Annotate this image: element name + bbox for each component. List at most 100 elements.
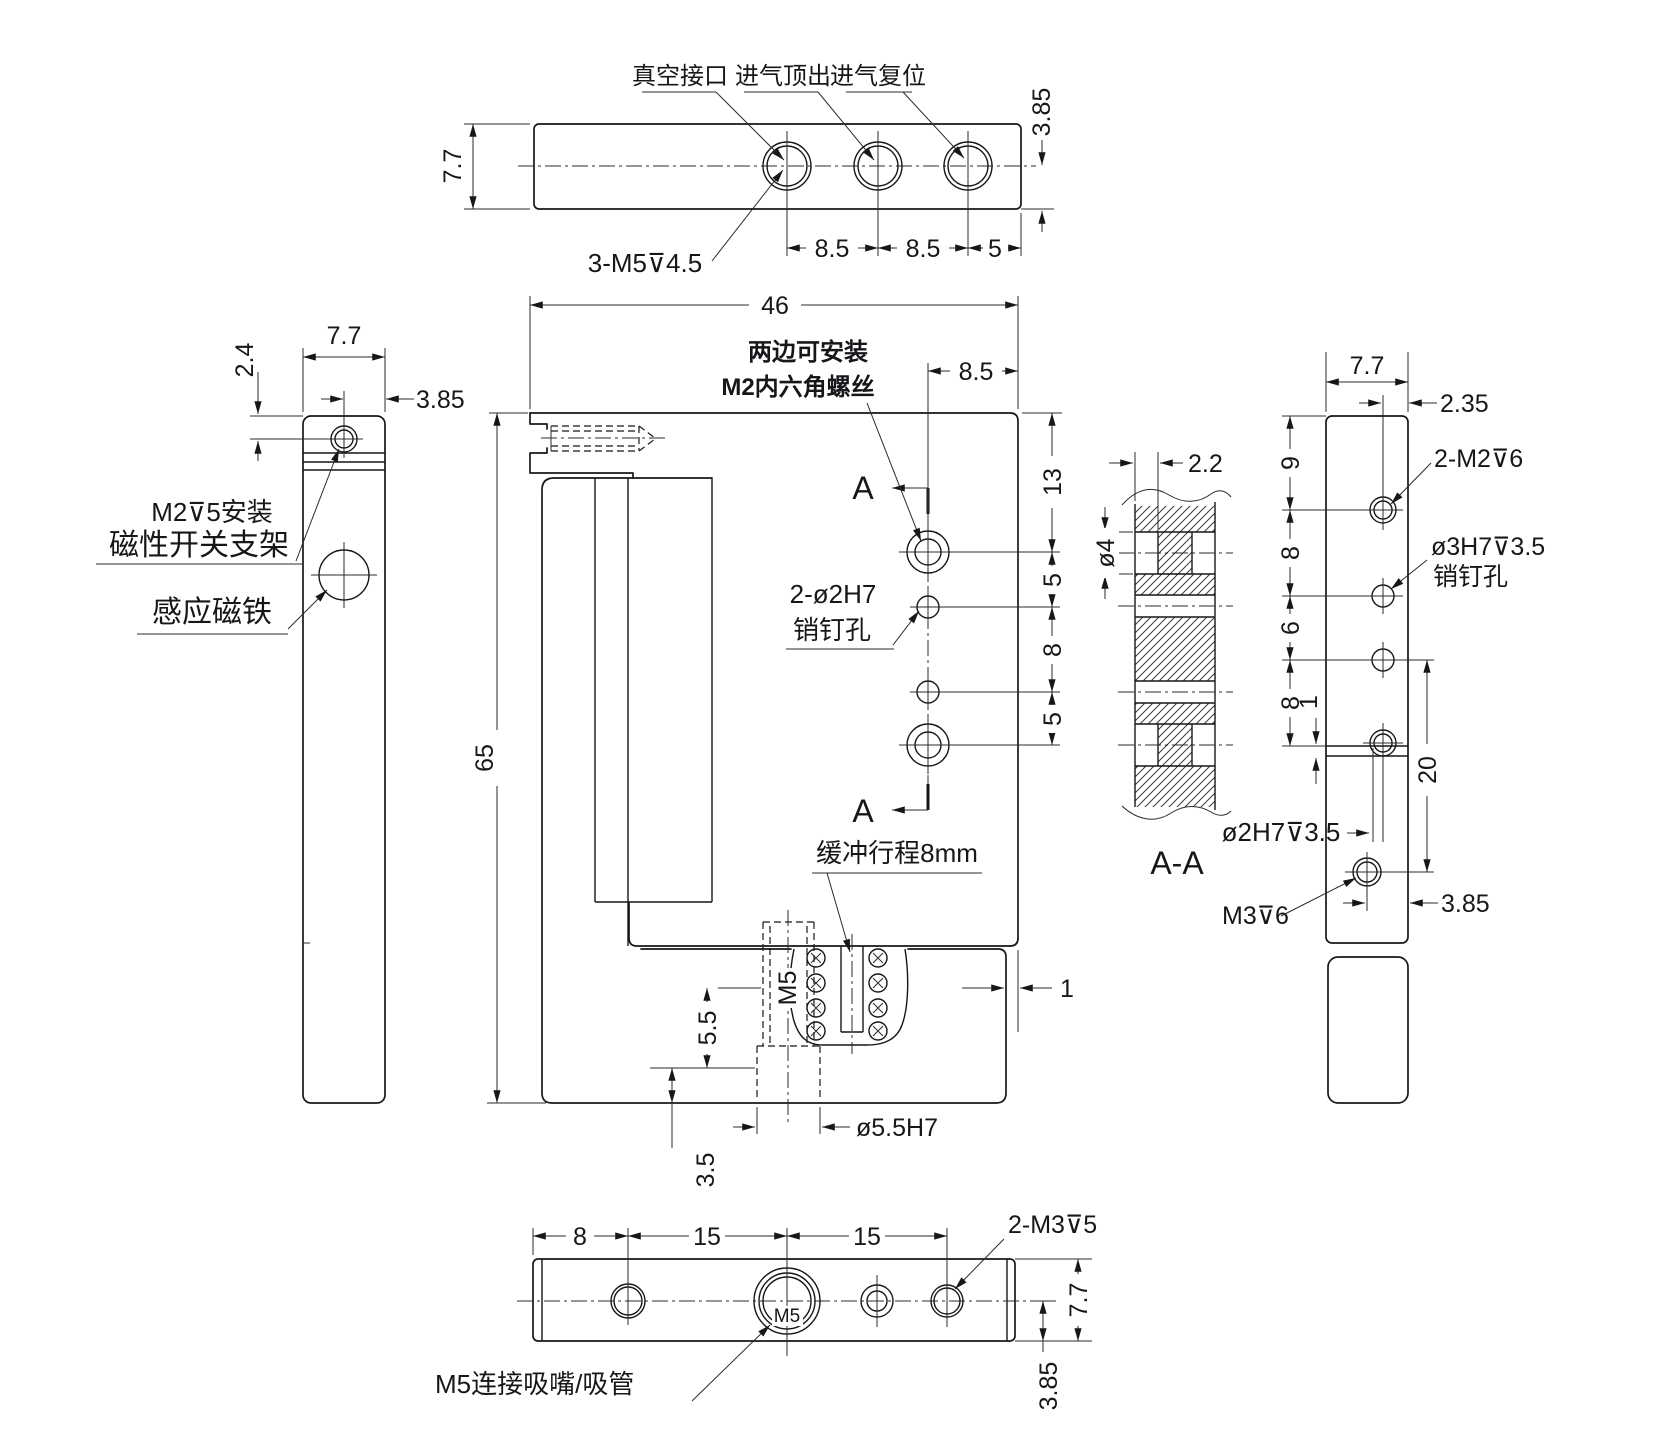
m2-switch-hole <box>250 420 363 458</box>
dim-b77: 7.7 <box>1065 1283 1093 1318</box>
label-air-reset: 进气复位 <box>830 63 926 90</box>
dim-235: 2.35 <box>1440 390 1489 418</box>
right-hole-mid <box>1282 642 1434 678</box>
section-letter-bottom: A <box>852 793 874 829</box>
sensor-magnet-hole <box>311 542 377 608</box>
front-hole-m2-bottom <box>899 716 1060 774</box>
dim-9: 9 <box>1277 456 1305 470</box>
dim-20: 20 <box>1414 756 1442 784</box>
right-view-slider-end <box>1327 956 1409 1104</box>
left-view-labels: M2⊽5安装 磁性开关支架 感应磁铁 <box>96 448 340 635</box>
label-m5-hole: M5 <box>774 1306 800 1327</box>
dim-left-77: 7.7 <box>327 322 362 350</box>
dim-8b: 8 <box>1277 696 1305 710</box>
left-view-body <box>302 415 386 1104</box>
label-m5-stem: M5 <box>774 971 802 1006</box>
label-both-sides-1: 两边可安装 <box>748 338 868 366</box>
label-sensor-magnet: 感应磁铁 <box>152 596 272 629</box>
front-view-labels: 两边可安装 M2内六角螺丝 2-ø2H7 销钉孔 缓冲行程8mm <box>721 338 982 953</box>
dim-offset: 3.85 <box>1028 88 1056 137</box>
bottom-view: M5 8 15 15 7.7 3.85 2-M3⊽5 M5连接吸嘴/吸管 <box>435 1211 1097 1410</box>
dim-height-65: 65 <box>471 744 499 772</box>
dim-right-385: 3.85 <box>1441 890 1490 918</box>
vacuum-port-hole <box>762 131 812 256</box>
label-2m3: 2-M3⊽5 <box>1008 1211 1097 1239</box>
dim-22: 2.2 <box>1188 450 1223 478</box>
right-hole-pin3h7 <box>1282 578 1403 614</box>
dim-b385: 3.85 <box>1035 1362 1063 1411</box>
label-thread-callout: 3-M5⊽4.5 <box>588 248 702 278</box>
front-left-notch <box>529 412 634 479</box>
section-view: 2.2 ø4 A-A ø2H7⊽3.5 <box>1091 450 1369 881</box>
bottom-view-dimensions: 8 15 15 7.7 3.85 <box>532 1222 1093 1411</box>
dim-b15a: 15 <box>693 1223 721 1251</box>
label-pin3h7-1: ø3H7⊽3.5 <box>1431 533 1545 561</box>
dim-pitch1: 8.5 <box>815 235 850 263</box>
dim-right-77: 7.7 <box>1350 352 1385 380</box>
dim-left-385: 3.85 <box>416 386 465 414</box>
label-m5-nozzle: M5连接吸嘴/吸管 <box>435 1369 634 1399</box>
dim-b15b: 15 <box>853 1223 881 1251</box>
label-2m2: 2-M2⊽6 <box>1434 445 1523 473</box>
break-line-top <box>1121 488 1232 506</box>
label-buffer-stroke: 缓冲行程8mm <box>816 838 978 868</box>
right-view: 9 8 6 8 1 7.7 2.35 20 3.85 2-M2⊽6 ø3H7⊽3… <box>1222 352 1545 1104</box>
label-vacuum-port: 真空接口 <box>632 63 728 90</box>
top-view: 8.5 8.5 5 7.7 3.85 真空接口 进气顶出 进气复位 3-M5⊽4… <box>439 63 1056 278</box>
dim-55: 5.5 <box>694 1011 722 1046</box>
dim-gap-1: 1 <box>1060 975 1074 1003</box>
front-pin-hole-2 <box>910 674 1060 710</box>
label-pin-depth: ø2H7⊽3.5 <box>1222 817 1341 847</box>
label-pin-callout-1: 2-ø2H7 <box>790 579 877 609</box>
dim-width-46: 46 <box>761 292 789 320</box>
m5-stem-hidden: M5 <box>756 910 821 1124</box>
bottom-view-labels: 2-M3⊽5 M5连接吸嘴/吸管 <box>435 1211 1097 1402</box>
break-line-bottom <box>1121 805 1232 820</box>
dim-8a: 8 <box>1277 546 1305 560</box>
bottom-hole-1 <box>610 1228 646 1325</box>
section-hatching <box>1135 506 1215 807</box>
dim-dia-55h7: ø5.5H7 <box>856 1114 938 1142</box>
right-view-labels: 2-M2⊽6 ø3H7⊽3.5 销钉孔 M3⊽6 <box>1222 445 1545 930</box>
dim-35: 3.5 <box>692 1153 720 1188</box>
label-switch-bracket: 磁性开关支架 <box>109 529 289 562</box>
front-view-dimensions: 8.5 46 65 13 5 8 5 1 <box>470 291 1074 1104</box>
dim-pitch3: 5 <box>988 235 1002 263</box>
right-view-body <box>1325 415 1409 944</box>
spring-coils <box>806 948 888 1041</box>
dim-6: 6 <box>1277 621 1305 635</box>
right-hole-m2 <box>1282 490 1403 530</box>
left-view: 7.7 3.85 2.4 M2⊽5安装 磁性开关支架 感应磁铁 <box>96 322 465 1104</box>
section-title: A-A <box>1150 845 1204 881</box>
section-dimensions: 2.2 ø4 <box>1091 450 1223 599</box>
top-view-labels: 真空接口 进气顶出 进气复位 3-M5⊽4.5 <box>588 63 965 278</box>
label-pin-callout-2: 销钉孔 <box>793 615 871 645</box>
right-hole-pin2h7 <box>1363 723 1403 842</box>
air-eject-hole <box>853 131 903 256</box>
section-letter-top: A <box>852 470 874 506</box>
dim-8: 8 <box>1039 643 1067 657</box>
top-view-dimensions: 8.5 8.5 5 7.7 3.85 <box>439 88 1056 263</box>
m2-set-screw <box>541 425 667 452</box>
front-view: A A 8.5 46 65 13 5 8 5 1 <box>470 291 1074 1187</box>
label-pin3h7-2: 销钉孔 <box>1433 563 1508 591</box>
dim-pitch2: 8.5 <box>906 235 941 263</box>
bottom-hole-m5: M5 <box>753 1228 821 1356</box>
front-pin-hole-1 <box>910 589 1060 625</box>
label-both-sides-2: M2内六角螺丝 <box>721 373 874 401</box>
label-m3: M3⊽6 <box>1222 902 1289 930</box>
dim-5a: 5 <box>1039 573 1067 587</box>
left-view-dimensions: 7.7 3.85 2.4 <box>231 322 465 461</box>
dim-13: 13 <box>1039 468 1067 496</box>
right-view-dimensions: 9 8 6 8 1 7.7 2.35 20 3.85 <box>1276 352 1490 918</box>
dim-85: 8.5 <box>959 358 994 386</box>
bottom-hole-3 <box>860 1275 894 1327</box>
dim-left-24: 2.4 <box>231 343 259 378</box>
air-reset-hole <box>943 131 993 256</box>
front-hole-m2-top <box>899 523 1060 581</box>
bottom-hole-m3 <box>930 1228 964 1327</box>
dim-dia4: ø4 <box>1092 538 1120 567</box>
right-hole-m3 <box>1345 852 1434 911</box>
